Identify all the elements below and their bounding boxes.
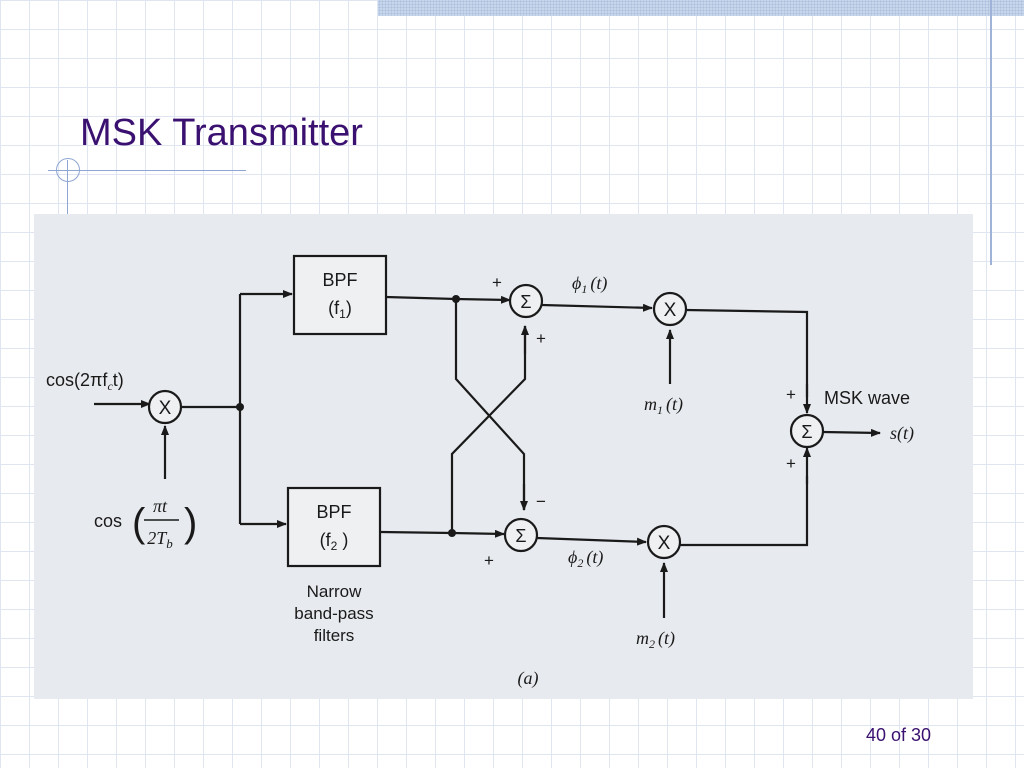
summer-output-symbol: Σ bbox=[801, 422, 812, 442]
shaping-numerator: πt bbox=[153, 496, 168, 516]
title-decor-vline bbox=[67, 160, 68, 215]
mult2-output-line bbox=[680, 476, 809, 547]
to-sum2-arrow bbox=[451, 529, 505, 538]
diagram-caption: (a) bbox=[518, 668, 539, 689]
sum1-plus-bottom: + bbox=[536, 329, 546, 348]
summer-bottom bbox=[503, 517, 539, 553]
output-signal-label: s(t) bbox=[890, 423, 914, 444]
sum2-plus-left: + bbox=[484, 551, 494, 570]
phi2-line bbox=[536, 536, 647, 546]
summer-top bbox=[508, 283, 544, 319]
phi1-line bbox=[541, 303, 653, 312]
bpf2-output-line bbox=[379, 530, 453, 535]
shaping-lparen: ( bbox=[132, 501, 146, 545]
phi2-label: ϕ2(t) bbox=[568, 547, 603, 570]
carrier-label: cos(2πfct) bbox=[46, 370, 124, 393]
right-decor-line bbox=[990, 0, 992, 265]
diagram-panel: X X X Σ Σ Σ BPF (f1) BPF (f2 ) Narrow ba… bbox=[34, 214, 973, 699]
summer-output bbox=[789, 413, 825, 449]
sum-out-plus-top: + bbox=[786, 385, 796, 404]
shaping-rparen: ) bbox=[184, 501, 197, 545]
cross-line-to-sum2 bbox=[454, 299, 526, 510]
m1-label: m1(t) bbox=[644, 394, 683, 417]
filter-note-line1: Narrow bbox=[307, 582, 363, 601]
top-decor-bar bbox=[378, 0, 1024, 16]
m2-label: m2(t) bbox=[636, 628, 675, 651]
to-sum1-arrow bbox=[455, 295, 511, 304]
filter-note-line2: band-pass bbox=[294, 604, 373, 623]
output-arrow bbox=[822, 428, 881, 437]
mult1-output-line bbox=[685, 308, 809, 397]
junction-dot bbox=[452, 295, 460, 303]
msk-transmitter-diagram: X X X Σ Σ Σ BPF (f1) BPF (f2 ) Narrow ba… bbox=[46, 254, 914, 689]
page-number: 40 of 30 bbox=[866, 725, 932, 745]
sum2-minus-top: − bbox=[536, 492, 546, 511]
multiplier-bottom bbox=[646, 524, 682, 560]
sum1-plus-left: + bbox=[492, 273, 502, 292]
input-multiplier bbox=[147, 389, 183, 425]
bpf1-label: BPF bbox=[322, 270, 357, 290]
shaping-prefix: cos bbox=[94, 511, 122, 531]
sum-out-plus-bottom: + bbox=[786, 454, 796, 473]
slide-title: MSK Transmitter bbox=[80, 112, 363, 154]
summer-top-symbol: Σ bbox=[520, 292, 531, 312]
filter-note-line3: filters bbox=[314, 626, 355, 645]
multiplier-bottom-symbol: X bbox=[658, 533, 671, 554]
multiplier-top-symbol: X bbox=[664, 300, 677, 321]
bpf2-box bbox=[286, 486, 382, 568]
junction-dot bbox=[236, 403, 244, 411]
output-wave-label: MSK wave bbox=[824, 388, 910, 408]
bpf2-label: BPF bbox=[316, 502, 351, 522]
multiplier-top bbox=[652, 291, 688, 327]
summer-bottom-symbol: Σ bbox=[515, 526, 526, 546]
bpf1-freq: (f1) bbox=[328, 298, 352, 321]
bpf1-box bbox=[292, 254, 388, 336]
bpf2-freq: (f2 ) bbox=[320, 530, 349, 553]
junction-dot bbox=[448, 529, 456, 537]
phi1-label: ϕ1(t) bbox=[572, 273, 607, 296]
shaping-denominator: 2Tb bbox=[147, 528, 173, 551]
input-multiplier-symbol: X bbox=[159, 398, 172, 419]
cross-line-to-sum1 bbox=[450, 326, 527, 533]
bpf1-output-line bbox=[385, 295, 457, 301]
title-underline bbox=[48, 170, 246, 171]
